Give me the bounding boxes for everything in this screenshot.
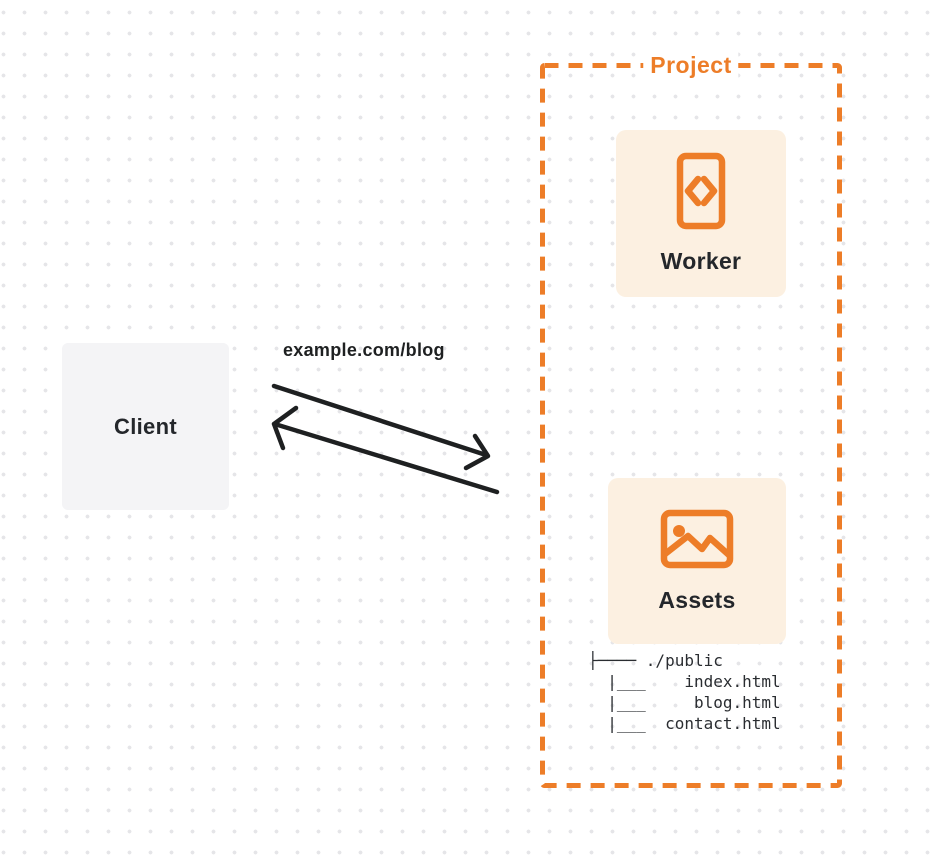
assets-node: Assets xyxy=(608,478,786,644)
project-container: Project Worker Assets ├──── ./public |__… xyxy=(540,51,842,788)
project-label: Project xyxy=(643,51,739,79)
client-node: Client xyxy=(62,343,229,510)
client-label: Client xyxy=(114,413,177,439)
code-file-icon xyxy=(676,152,726,230)
image-icon xyxy=(660,509,734,568)
worker-label: Worker xyxy=(660,248,742,274)
file-tree-root: ├──── ./public xyxy=(588,651,723,670)
assets-label: Assets xyxy=(658,586,736,613)
file-tree-blog: |___ blog.html xyxy=(588,693,781,712)
file-tree: ├──── ./public |___ index.html |___ blog… xyxy=(588,650,781,734)
file-tree-index: |___ index.html xyxy=(588,672,781,691)
request-arrow xyxy=(271,383,491,471)
file-tree-contact: |___ contact.html xyxy=(588,714,781,733)
request-url-label: example.com/blog xyxy=(283,340,445,360)
worker-node: Worker xyxy=(616,130,786,297)
response-arrow xyxy=(271,405,500,495)
